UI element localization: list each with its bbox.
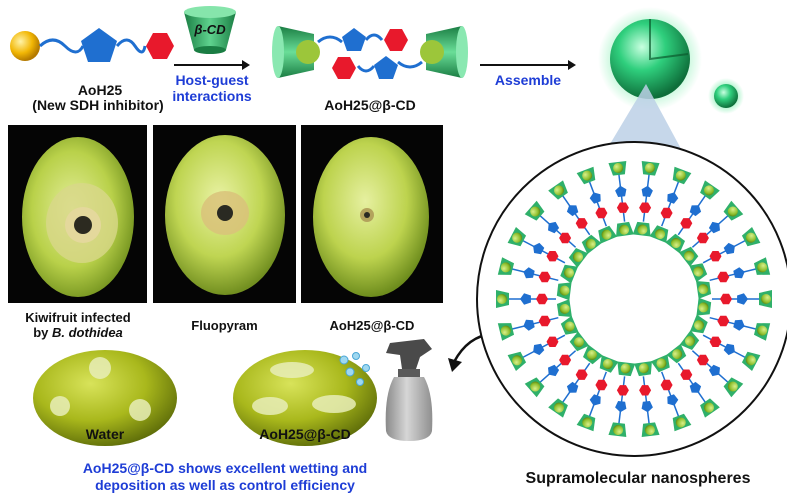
nanosphere-icon bbox=[598, 7, 744, 114]
leaf-water-label: Water bbox=[85, 426, 125, 442]
hostguest-label-2: interactions bbox=[172, 88, 252, 104]
sprayer-bottle-icon bbox=[385, 339, 433, 441]
kiwifruit-photo-fluopyram bbox=[153, 125, 296, 303]
micelle-cross-section bbox=[476, 141, 787, 457]
photo-caption-infected-2: by B. dothidea bbox=[8, 325, 148, 340]
hostguest-label-1: Host-guest bbox=[175, 72, 249, 88]
arrow-hostguest-icon bbox=[174, 60, 250, 70]
spray-droplets-icon bbox=[339, 352, 370, 386]
leaf-water-icon bbox=[33, 350, 177, 446]
complex-title: AoH25@β-CD bbox=[324, 97, 416, 113]
caption-by: by bbox=[33, 325, 52, 340]
caption-species: B. dothidea bbox=[52, 325, 123, 340]
photo-caption-complex: AoH25@β-CD bbox=[329, 318, 415, 333]
arrow-assemble-icon bbox=[480, 60, 576, 70]
aoh25-description: (New SDH inhibitor) bbox=[32, 97, 164, 113]
summary-line-1: AoH25@β-CD shows excellent wetting and bbox=[82, 460, 368, 476]
kiwifruit-photo-infected bbox=[8, 125, 147, 303]
aoh25-molecule-icon bbox=[10, 28, 174, 62]
photo-caption-infected-1: Kiwifruit infected bbox=[25, 310, 131, 325]
leaf-complex-icon bbox=[233, 350, 377, 446]
leaf-complex-label: AoH25@β-CD bbox=[259, 426, 351, 442]
beta-cd-label: β-CD bbox=[194, 22, 226, 37]
beta-cd-icon bbox=[184, 6, 236, 54]
kiwifruit-photo-complex bbox=[301, 125, 443, 303]
photo-caption-fluopyram: Fluopyram bbox=[191, 318, 258, 333]
summary-line-2: deposition as well as control efficiency bbox=[95, 477, 355, 493]
nanosphere-title: Supramolecular nanospheres bbox=[525, 470, 751, 487]
aoh25-title: AoH25 bbox=[77, 82, 123, 98]
complex-molecule-icon bbox=[272, 26, 468, 79]
assemble-label: Assemble bbox=[494, 72, 562, 88]
